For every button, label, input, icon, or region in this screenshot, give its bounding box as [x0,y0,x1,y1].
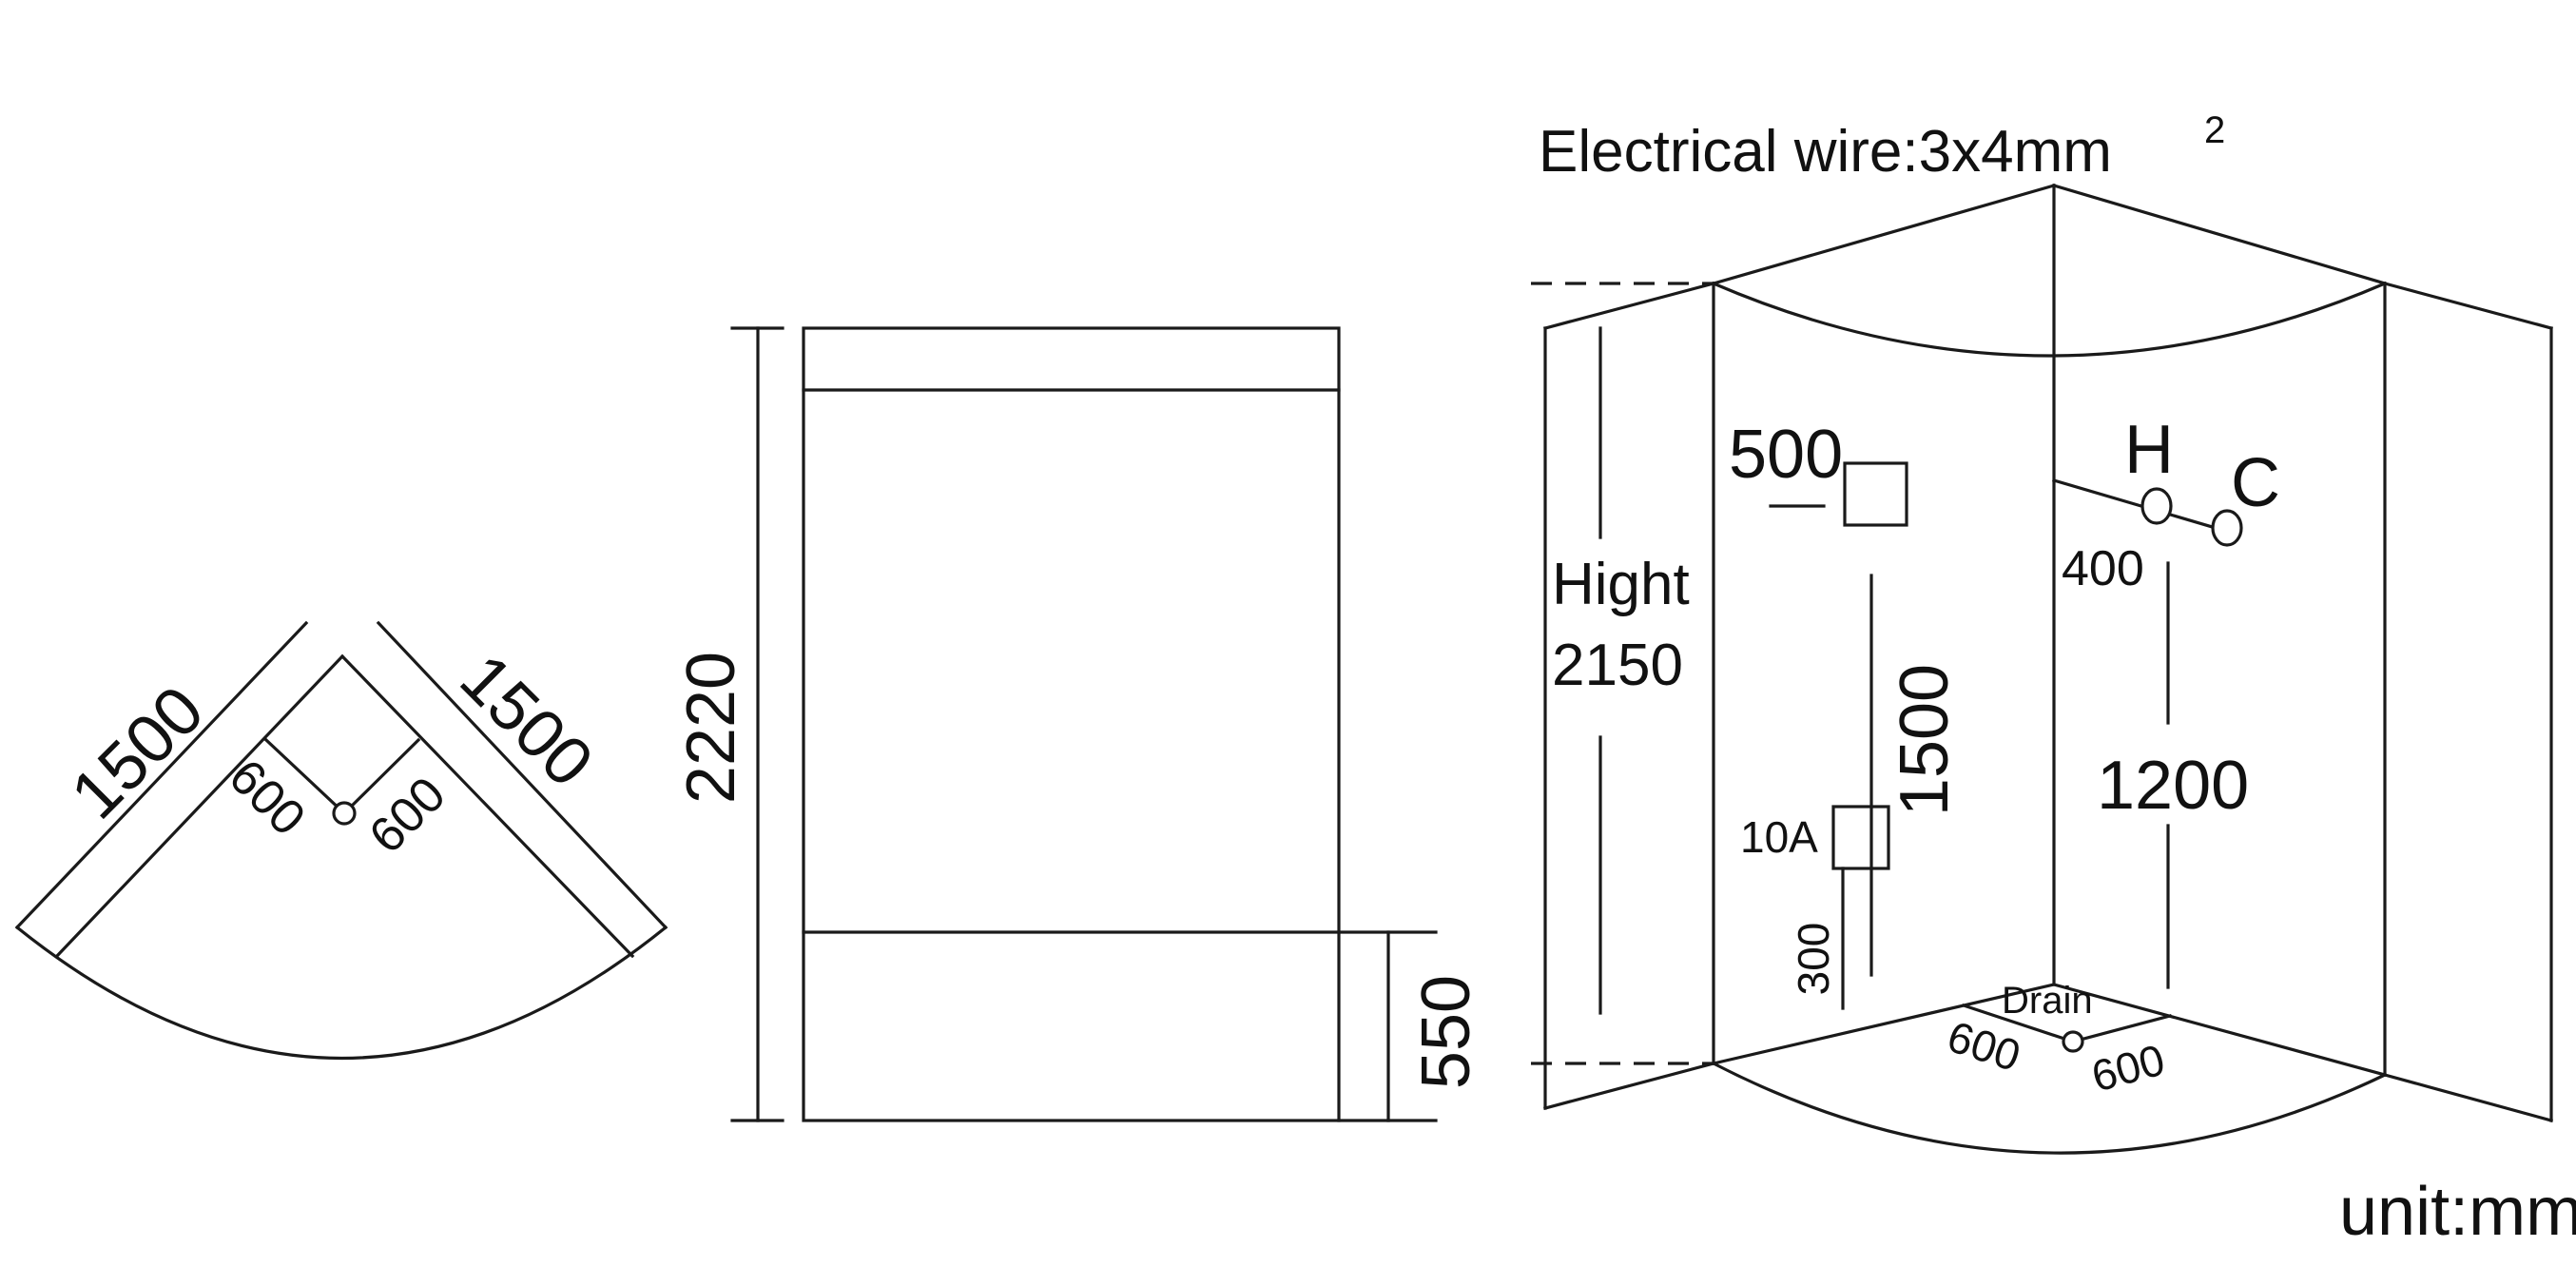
plan-curved-front [14,925,668,1060]
cold-valve [2211,509,2243,547]
floor-back-left [1712,983,2056,1065]
socket-height-label: 300 [1789,923,1838,996]
plan-side-a-label: 1500 [57,672,219,833]
roof-curve [1711,281,2388,358]
plan-center-point [332,801,357,826]
hot-valve [2140,487,2173,525]
unit-label: unit:mm [2339,1174,2576,1250]
valve-spacing-label: 400 [2062,541,2144,596]
socket-label: 10A [1740,812,1818,862]
drain-label: Drain [2002,980,2093,1022]
plan-wall-left [54,653,345,959]
plan-offset-a-label: 600 [219,749,316,846]
floor-curve [1711,1061,2388,1155]
plan-dimension-line-right [376,620,668,930]
roof-left [1543,282,1715,330]
plan-offset-line-b [341,737,421,816]
span-label: 1500 [1887,664,1963,816]
floor-back-right [2052,983,2387,1077]
front-base-height-label: 550 [1408,975,1484,1089]
roof-back-right [2052,184,2387,285]
front-outline [802,326,1341,1122]
valve-height-label: 1200 [2097,748,2249,824]
electrical-wire-label: Electrical wire:3x4mm [1539,119,2112,185]
front-view: 2220 550 [673,326,1484,1122]
front-total-height-label: 2220 [673,652,749,804]
drain-offset-line-b [2071,1014,2172,1043]
drain-point [2062,1030,2084,1053]
electrical-wire-superscript: 2 [2204,109,2225,151]
plan-view: 1500 1500 600 600 [14,620,668,1060]
plan-offset-line-a [263,737,347,816]
plan-wall-right [339,653,635,959]
hot-label: H [2124,412,2174,488]
roof-right [2383,282,2553,330]
floor-right [2383,1073,2553,1122]
upper-box-label: 500 [1729,417,1843,493]
height-label: Hight [1552,552,1690,617]
socket-box [1831,805,1890,870]
valve-line [2052,478,2227,533]
roof-back-left [1712,184,2056,285]
drain-offset-b-label: 600 [2086,1035,2170,1101]
plan-offset-b-label: 600 [358,767,455,864]
plan-dimension-line-left [14,620,309,930]
height-value: 2150 [1552,633,1683,698]
perspective-view: Electrical wire:3x4mm 2 Hight 2150 500 [1531,109,2553,1155]
cold-label: C [2231,445,2280,521]
floor-left [1543,1062,1715,1110]
upper-junction-box [1843,461,1908,527]
drain-offset-line-a [1961,1003,2076,1044]
